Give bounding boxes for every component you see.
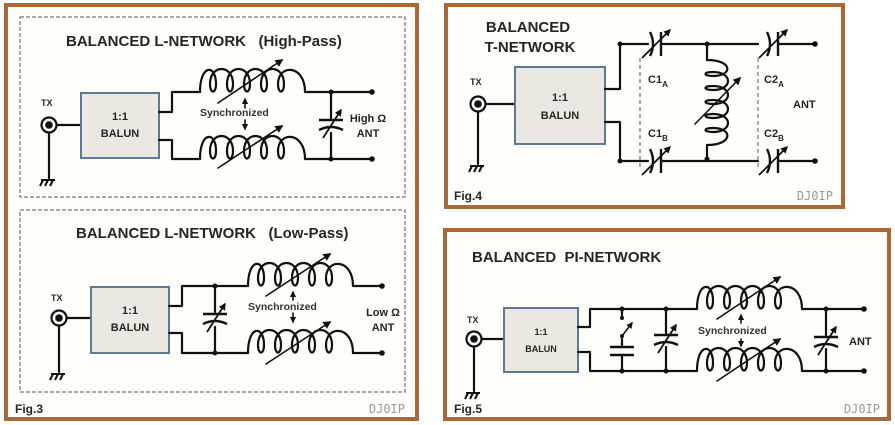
author-signature: DJ0IP (844, 402, 880, 416)
ant-label: ANT (849, 336, 872, 348)
high-pass-border (19, 16, 406, 198)
figure-label: Fig.5 (454, 402, 482, 416)
high-pass-title: BALANCED L-NETWORK (High-Pass) (66, 33, 342, 50)
fig4-panel: BALANCED T-NETWORK TX 1:1 BALUN C1A C1B (444, 3, 845, 209)
balun-label: BALUN (111, 322, 150, 334)
terminal-icon (861, 306, 867, 312)
fig3-panel: BALANCED L-NETWORK (High-Pass) TX 1:1 BA… (4, 3, 419, 421)
coax-connector-icon (465, 330, 483, 348)
switch-icon (620, 316, 624, 320)
c2b-label: C2B (764, 128, 784, 143)
low-pass-border (19, 209, 406, 393)
t-network-title-line1: BALANCED (486, 19, 570, 36)
balun-ratio: 1:1 (534, 327, 547, 337)
figure-label: Fig.3 (15, 402, 43, 416)
c1a-label: C1A (648, 74, 668, 89)
terminal-icon (369, 156, 375, 162)
balun-label: BALUN (101, 128, 140, 140)
synchronized-label: Synchronized (698, 325, 767, 337)
tx-label: TX (51, 293, 63, 303)
tx-label: TX (470, 77, 482, 87)
ant-label: ANT (372, 322, 395, 334)
terminal-icon (379, 283, 385, 289)
coax-connector-icon (40, 116, 58, 134)
c2a-label: C2A (764, 74, 784, 89)
terminal-icon (369, 89, 375, 95)
c1b-label: C1B (648, 128, 668, 143)
coax-connector-icon (50, 309, 68, 327)
pi-network-title: BALANCED PI-NETWORK (472, 249, 661, 266)
author-signature: DJ0IP (369, 402, 405, 416)
low-pass-circuit: BALANCED L-NETWORK (Low-Pass) TX 1:1 BAL… (19, 209, 406, 393)
fig5-panel: BALANCED PI-NETWORK TX 1:1 BALUN (443, 228, 891, 421)
balun-ratio: 1:1 (122, 305, 138, 317)
low-pass-title: BALANCED L-NETWORK (Low-Pass) (76, 225, 349, 242)
terminal-icon (379, 350, 385, 356)
balun-ratio: 1:1 (552, 92, 568, 104)
author-signature: DJ0IP (797, 189, 833, 203)
ant-impedance-label: Low Ω (366, 307, 400, 319)
ant-impedance-label: High Ω (350, 113, 386, 125)
figure-label: Fig.4 (454, 189, 482, 203)
t-network-title-line2: T-NETWORK (485, 39, 576, 56)
balun-ratio: 1:1 (112, 111, 128, 123)
synchronized-label: Synchronized (200, 107, 269, 119)
ant-label: ANT (793, 99, 816, 111)
coax-connector-icon (469, 95, 487, 113)
tx-label: TX (467, 315, 479, 325)
terminal-icon (812, 158, 818, 164)
high-pass-circuit: BALANCED L-NETWORK (High-Pass) TX 1:1 BA… (19, 16, 406, 198)
terminal-icon (861, 368, 867, 374)
terminal-icon (812, 41, 818, 47)
balun-box (80, 92, 160, 159)
balun-box (514, 66, 606, 145)
balun-box (90, 286, 170, 354)
balun-label: BALUN (541, 110, 580, 122)
balun-box (503, 307, 579, 373)
synchronized-label: Synchronized (248, 301, 317, 313)
fig3-frame (4, 3, 419, 421)
ant-label: ANT (357, 128, 380, 140)
tx-label: TX (41, 98, 53, 108)
balun-label: BALUN (525, 344, 557, 354)
